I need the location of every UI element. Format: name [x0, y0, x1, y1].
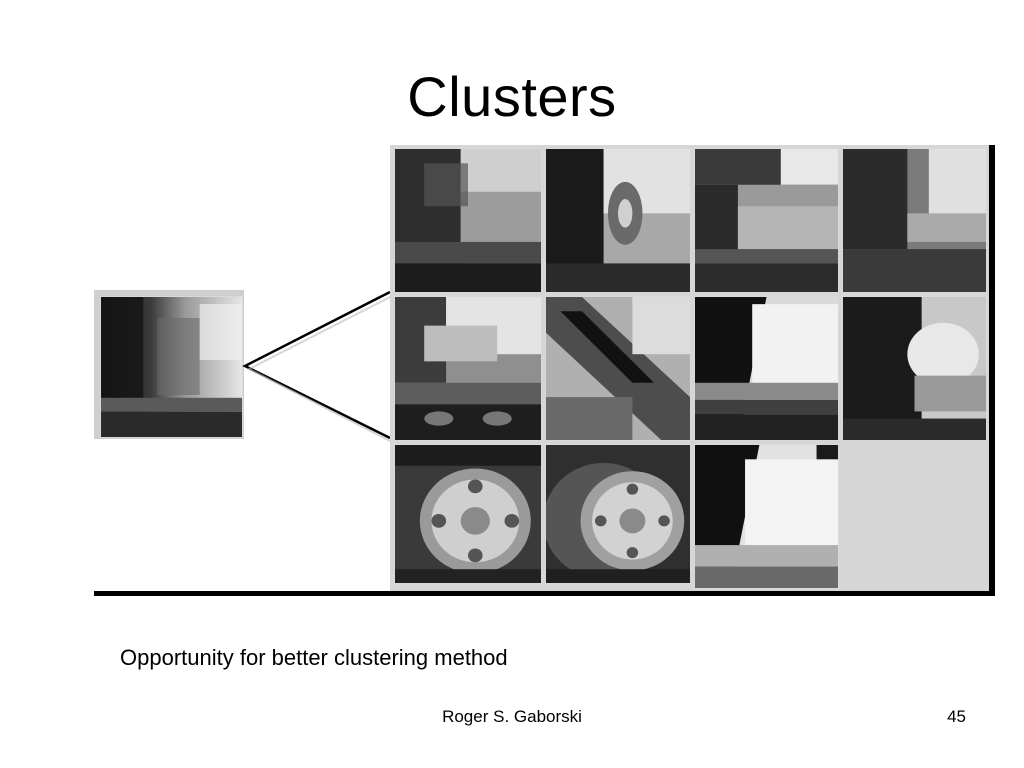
cluster-patch-2-3 [695, 297, 838, 440]
page-number: 45 [947, 707, 966, 726]
footer-author: Roger S. Gaborski [442, 707, 582, 726]
cluster-patch-1-1 [395, 149, 541, 292]
cluster-patch-2-1 [395, 297, 541, 440]
cluster-patch-3-2 [546, 445, 690, 583]
source-image-patch [101, 297, 242, 437]
cluster-patch-1-2 [546, 149, 690, 292]
cluster-patch-3-1 [395, 445, 541, 583]
cluster-patch-2-2 [546, 297, 690, 440]
slide-title: Clusters [407, 65, 617, 128]
cluster-patch-2-4 [843, 297, 986, 440]
frame-bottom-line [94, 591, 995, 596]
cluster-patch-3-3 [695, 445, 838, 588]
slide-caption: Opportunity for better clustering method [120, 645, 508, 670]
cluster-patch-1-3 [695, 149, 838, 292]
cluster-patch-1-4 [843, 149, 986, 292]
frame-right-line [989, 145, 995, 596]
